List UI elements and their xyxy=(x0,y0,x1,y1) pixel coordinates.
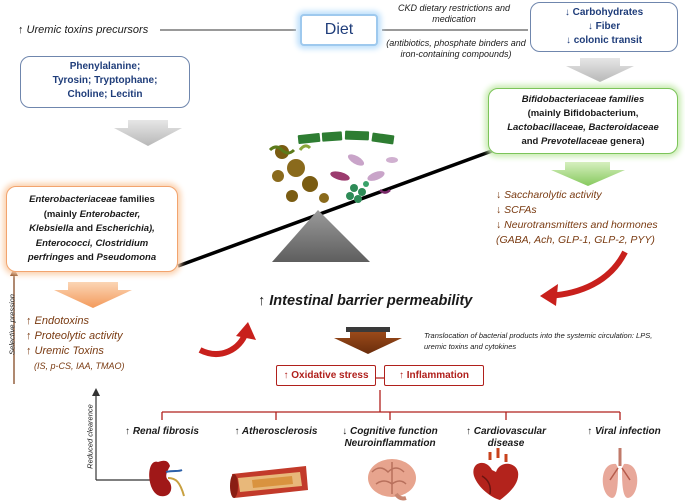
brain-icon xyxy=(368,459,416,501)
bacteria-cluster-icon xyxy=(268,130,398,203)
seesaw-fulcrum xyxy=(272,210,370,262)
inflammation-box: ↑ Inflammation xyxy=(384,365,484,386)
entero-effect: ↑ Endotoxins xyxy=(26,315,89,327)
lungs-icon xyxy=(602,448,638,498)
outcome-viral-infection: ↑ Viral infection xyxy=(587,426,661,437)
outcome-renal-fibrosis: ↑ Renal fibrosis xyxy=(125,426,199,437)
precursor-item: Tyrosin; Tryptophane; xyxy=(52,75,158,86)
kidney-icon xyxy=(149,460,185,497)
bifido-box: Bifidobacteriaceae families (mainly Bifi… xyxy=(488,88,678,154)
brown-arrow xyxy=(334,332,402,354)
translocation-note: Translocation of bacterial products into… xyxy=(424,331,653,351)
bifido-line: and Prevotellaceae genera) xyxy=(521,136,645,147)
entero-effect: ↑ Proteolytic activity xyxy=(26,330,123,342)
gray-arrow-left xyxy=(114,120,182,146)
bifido-effect: (GABA, Ach, GLP-1, GLP-2, PYY) xyxy=(496,234,655,246)
outcome-cardiovascular: ↑ Cardiovascular disease xyxy=(465,426,547,449)
entero-effect: ↑ Uremic Toxins xyxy=(26,345,104,357)
green-arrow xyxy=(551,162,625,186)
bifido-effects: ↓ Saccharolytic activity ↓ SCFAs ↓ Neuro… xyxy=(496,188,658,248)
diet-label: Diet xyxy=(324,21,354,38)
entero-effect: (IS, p-CS, IAA, TMAO) xyxy=(34,361,125,371)
orange-arrow xyxy=(54,282,132,308)
red-arrow-right xyxy=(547,250,628,299)
entero-line: Enterobacteriaceae families xyxy=(29,194,155,205)
selective-pression-label: Selective pression xyxy=(7,294,17,355)
ckd-medications: (antibiotics, phosphate binders and iron… xyxy=(386,38,526,59)
outcome-atherosclerosis: ↑ Atherosclerosis xyxy=(234,426,318,437)
precursor-item: Choline; Lecitin xyxy=(67,89,143,100)
bifido-line: Lactobacillaceae, Bacteroidaceae xyxy=(507,122,659,133)
entero-line: (mainly Enterobacter, xyxy=(43,208,141,220)
entero-effects: ↑ Endotoxins ↑ Proteolytic activity ↑ Ur… xyxy=(26,314,125,374)
bifido-effect: ↓ SCFAs xyxy=(496,204,537,216)
bifido-effect: ↓ Saccharolytic activity xyxy=(496,189,602,201)
precursor-box: Phenylalanine; Tyrosin; Tryptophane; Cho… xyxy=(20,56,190,108)
bifido-effect: ↓ Neurotransmitters and hormones xyxy=(496,219,658,231)
oxidative-stress-box: ↑ Oxidative stress xyxy=(276,365,376,386)
entero-line: perfringes and Pseudomona xyxy=(27,252,157,263)
bifido-line: (mainly Bifidobacterium, xyxy=(527,108,639,119)
gray-arrow-right xyxy=(566,58,634,82)
ckd-note: CKD dietary restrictions and medication xyxy=(397,3,511,24)
diet-effect-item: ↓ Carbohydrates xyxy=(564,7,644,18)
artery-icon xyxy=(230,466,308,498)
red-arrow-left-head xyxy=(236,322,256,340)
entero-line: Enterococci, Clostridium xyxy=(35,237,149,249)
seesaw-beam xyxy=(177,146,501,268)
outcome-cognitive: ↓ Cognitive function Neuroinflammation xyxy=(342,426,438,449)
reduced-clearance-label: Reduced clearence xyxy=(85,404,95,469)
precursor-item: Phenylalanine; xyxy=(69,61,141,72)
red-arrow-right-head xyxy=(540,284,558,306)
diet-effects-box: ↓ Carbohydrates ↓ Fiber ↓ colonic transi… xyxy=(530,2,678,52)
entero-line: Klebsiella and Escherichia), xyxy=(29,223,155,234)
diet-box: Diet xyxy=(300,14,378,46)
diet-effect-item: ↓ Fiber xyxy=(587,21,621,32)
oxidative-stress-label: ↑ Oxidative stress xyxy=(283,370,369,381)
entero-box: Enterobacteriaceae families (mainly Ente… xyxy=(6,186,178,272)
brown-arrow-bar xyxy=(346,327,390,332)
heart-icon xyxy=(473,448,519,500)
diet-effect-item: ↓ colonic transit xyxy=(565,35,643,46)
uremic-precursors-label: ↑ Uremic toxins precursors xyxy=(18,24,149,36)
barrier-permeability-title: ↑ Intestinal barrier permeability xyxy=(258,293,473,309)
inflammation-label: ↑ Inflammation xyxy=(398,370,469,381)
bifido-line: Bifidobacteriaceae families xyxy=(521,94,645,105)
